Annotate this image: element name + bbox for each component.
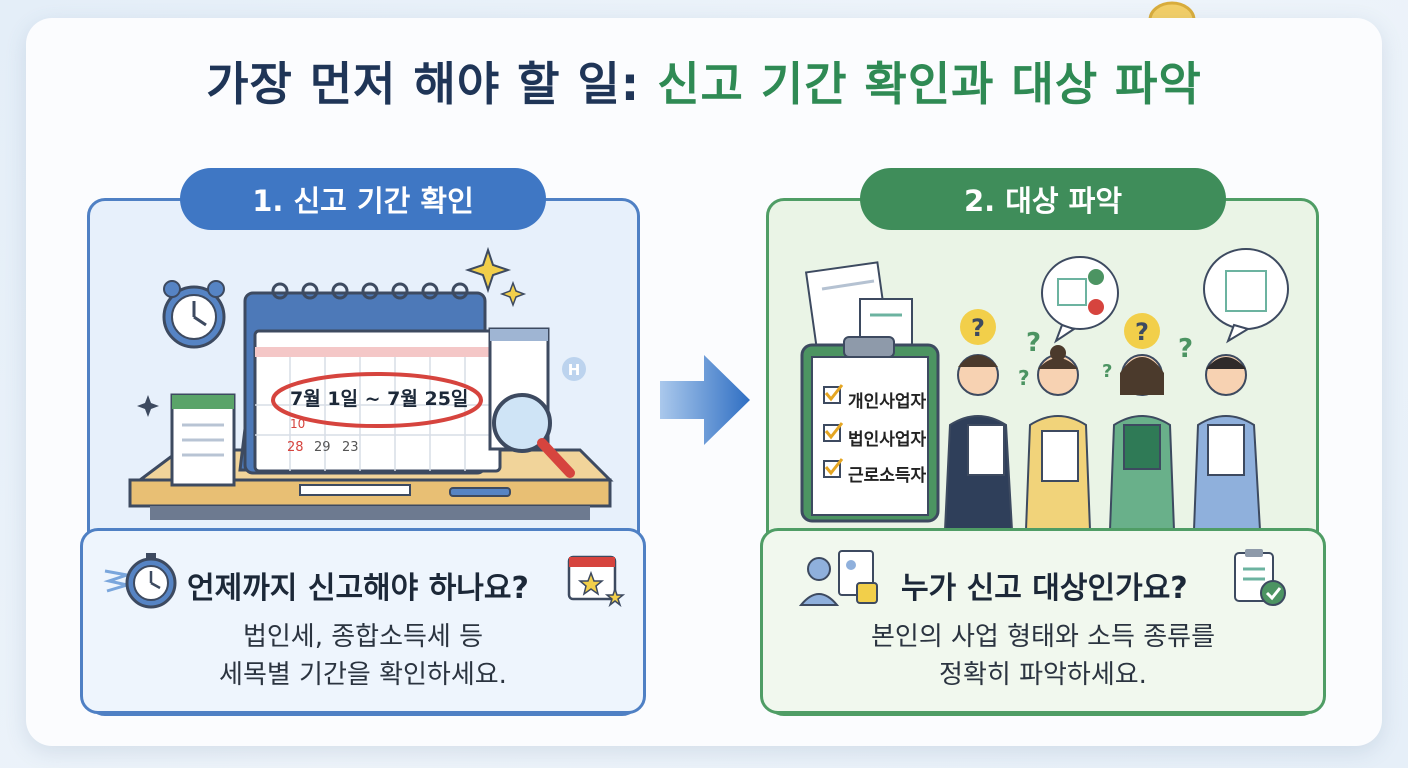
calendar-star-icon xyxy=(567,555,626,608)
svg-text:H: H xyxy=(568,361,581,379)
period-tab: 1. 신고 기간 확인 xyxy=(180,168,546,230)
period-desc-line1: 법인세, 종합소득세 등 xyxy=(242,622,484,652)
calendar-number: 28 xyxy=(287,440,304,455)
target-info-box: 누가 신고 대상인가요? 본인의 사업 형태와 소득 종류를 정확히 파악하세요… xyxy=(760,528,1326,714)
checklist-check-icon xyxy=(1234,549,1286,606)
svg-text:?: ? xyxy=(971,314,985,342)
small-calendar-icon xyxy=(170,393,236,487)
clipboard-icon xyxy=(800,336,940,523)
target-desc-line2: 정확히 파악하세요. xyxy=(939,660,1147,690)
calendar-number: 23 xyxy=(342,440,359,455)
desk-calendar-illustration: H xyxy=(128,246,614,520)
period-question: 언제까지 신고해야 하나요? xyxy=(187,571,529,606)
question-mark-icon: ? ? ? ? ? ? xyxy=(960,309,1193,390)
desk-calendar-icon xyxy=(238,282,502,475)
calendar-number: 10 xyxy=(290,417,306,431)
svg-text:?: ? xyxy=(1135,318,1149,346)
people-clipboard-illustration: ? ? ? ? ? ? xyxy=(800,248,1289,530)
speech-bubble-icon xyxy=(1041,248,1289,344)
svg-text:?: ? xyxy=(1026,328,1041,358)
magnifier-icon xyxy=(492,393,575,478)
svg-text:?: ? xyxy=(1102,361,1112,382)
sparkle-icon xyxy=(499,280,527,308)
checklist-item: 법인사업자 xyxy=(848,430,927,450)
alarm-clock-icon xyxy=(162,280,226,349)
target-tab: 2. 대상 파악 xyxy=(860,168,1226,230)
person-document-icon xyxy=(798,550,878,606)
checklist-item: 근로소득자 xyxy=(848,466,927,486)
right-arrow-icon xyxy=(660,355,750,445)
period-desc-line2: 세목별 기간을 확인하세요. xyxy=(219,660,507,690)
period-info-box: 언제까지 신고해야 하나요? 법인세, 종합소득세 등 세목별 기간을 확인하세… xyxy=(80,528,646,714)
title-part2: 신고 기간 확인과 대상 파악 xyxy=(657,57,1202,111)
people-icon xyxy=(943,345,1262,530)
target-question: 누가 신고 대상인가요? xyxy=(901,571,1188,606)
target-desc-line1: 본인의 사업 형태와 소득 종류를 xyxy=(870,622,1216,652)
svg-text:?: ? xyxy=(1178,334,1193,364)
sparkle-icon xyxy=(137,395,159,417)
checklist-item: 개인사업자 xyxy=(848,392,927,412)
stopwatch-icon xyxy=(103,553,177,609)
title-part1: 가장 먼저 해야 할 일: xyxy=(206,57,641,111)
calendar-period-label: 7월 1일 ~ 7월 25일 xyxy=(290,388,469,410)
calendar-number: 29 xyxy=(314,440,331,455)
sparkle-icon xyxy=(464,246,512,294)
page-title: 가장 먼저 해야 할 일: 신고 기간 확인과 대상 파악 xyxy=(0,48,1408,114)
svg-text:?: ? xyxy=(1018,366,1030,390)
